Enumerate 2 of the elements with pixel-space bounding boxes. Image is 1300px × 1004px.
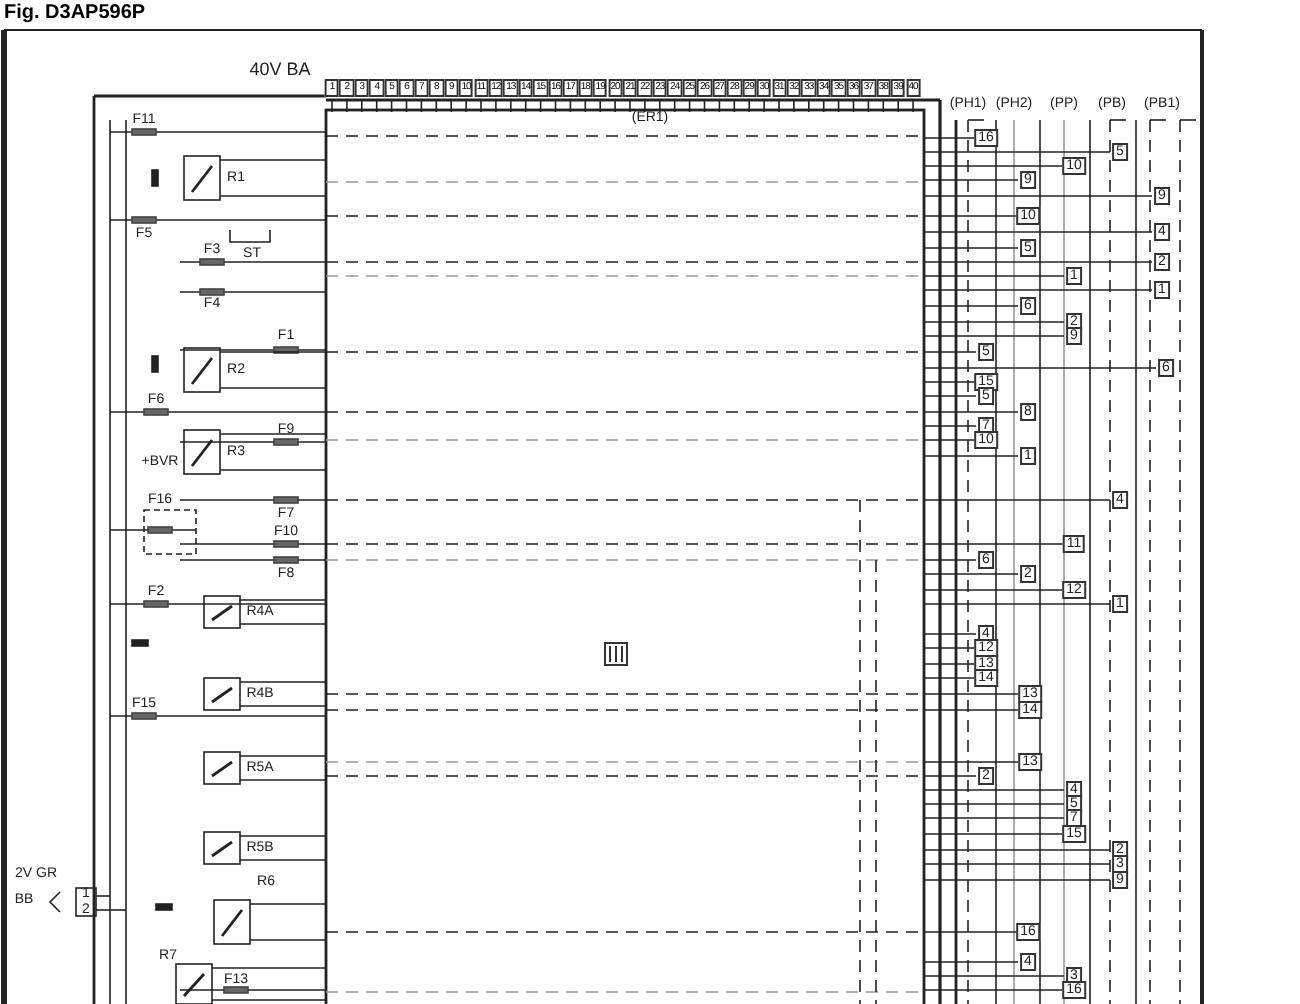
voltage-label: 40V BA	[249, 63, 311, 77]
figure-title: Fig. D3AP596P	[4, 2, 146, 24]
